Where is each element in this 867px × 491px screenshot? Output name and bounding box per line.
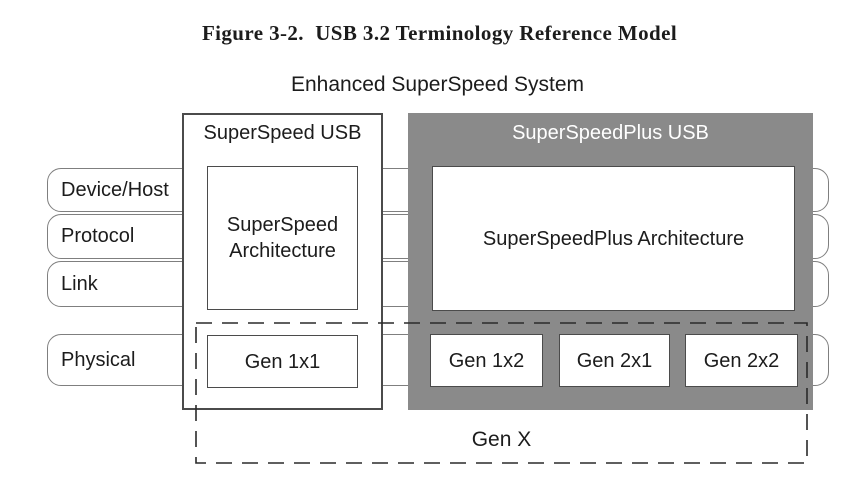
figure-caption: Figure 3-2. USB 3.2 Terminology Referenc… [201, 21, 678, 45]
superspeedplus-usb-title: SuperSpeedPlus USB [512, 122, 709, 144]
genx-label: Gen X [471, 428, 532, 451]
superspeed-architecture-box: SuperSpeed Architecture [207, 166, 358, 310]
gen-2x1-box: Gen 2x1 [559, 334, 670, 387]
gen-2x2-box: Gen 2x2 [685, 334, 798, 387]
enhanced-superspeed-system-label: Enhanced SuperSpeed System [290, 73, 585, 96]
layer-label-device-host: Device/Host [61, 178, 169, 201]
superspeed-usb-title: SuperSpeed USB [203, 122, 362, 144]
gen-1x1-box: Gen 1x1 [207, 335, 358, 388]
layer-label-link: Link [61, 272, 98, 295]
layer-label-physical: Physical [61, 348, 136, 371]
superspeedplus-architecture-box: SuperSpeedPlus Architecture [432, 166, 795, 311]
gen-1x2-box: Gen 1x2 [430, 334, 543, 387]
layer-label-protocol: Protocol [61, 225, 135, 247]
